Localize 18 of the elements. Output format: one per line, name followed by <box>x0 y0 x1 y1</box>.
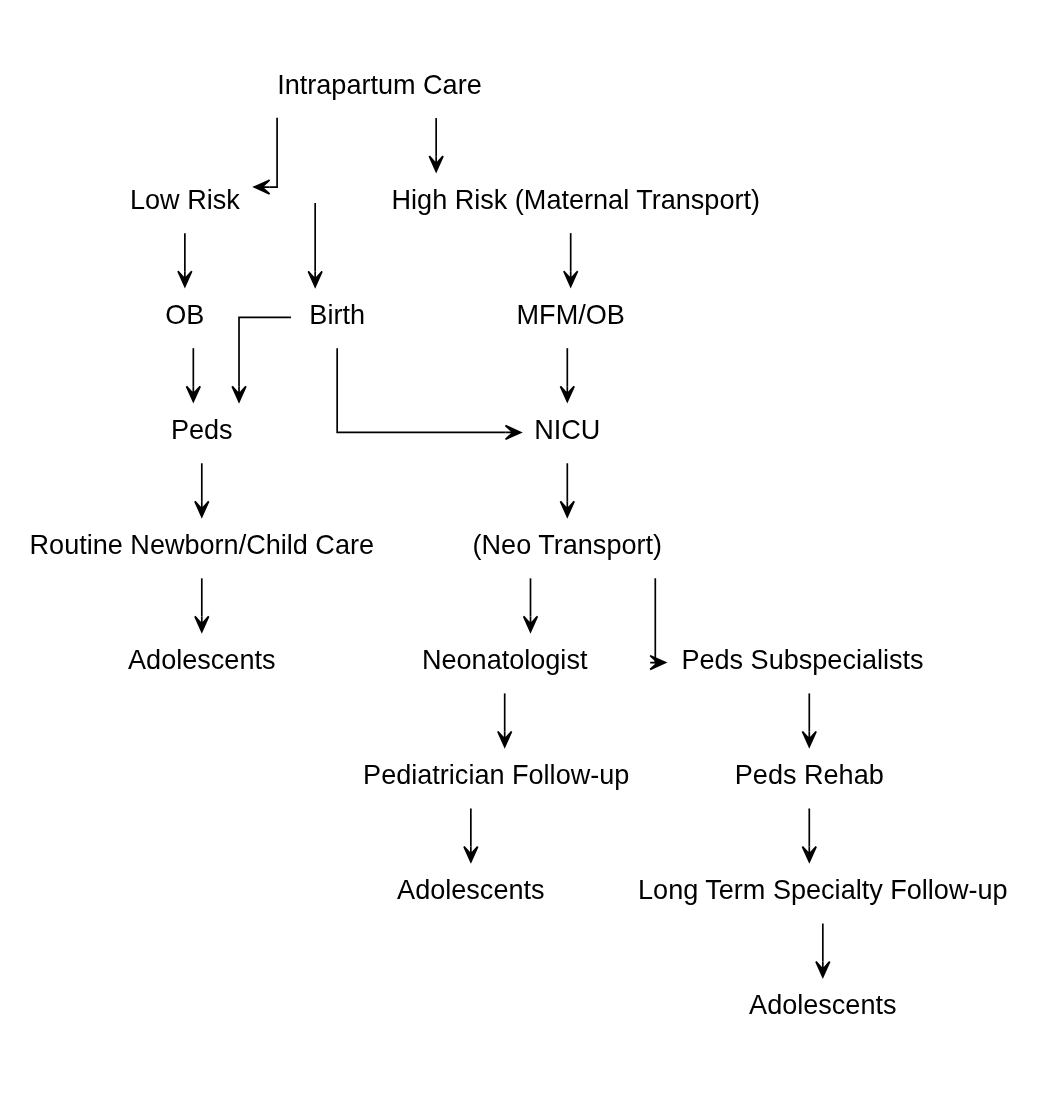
node-text: Low Risk <box>129 183 240 215</box>
node-text: Intrapartum Care <box>277 68 482 100</box>
node-text: Pediatrician Follow-up <box>363 759 630 791</box>
node-text: Routine Newborn/Child Care <box>29 528 375 560</box>
node-text: (Neo Transport) <box>472 528 663 560</box>
node-text: Birth <box>309 298 365 330</box>
node-text: Adolescents <box>397 874 545 906</box>
node-text: MFM/OB <box>516 298 625 330</box>
node-text: Neonatologist <box>421 644 588 675</box>
node-text: High Risk (Maternal Transport) <box>391 183 760 215</box>
node-text: Long Term Specialty Follow-up <box>638 874 1008 906</box>
node-text: Peds Rehab <box>734 759 884 791</box>
node-text: Adolescents <box>749 989 897 1021</box>
node-text: Peds Subspecialists <box>681 644 924 675</box>
node-text: Adolescents <box>128 644 276 675</box>
node-text: Peds <box>170 413 233 445</box>
node-text: OB <box>165 298 205 330</box>
node-text: NICU <box>534 413 601 445</box>
